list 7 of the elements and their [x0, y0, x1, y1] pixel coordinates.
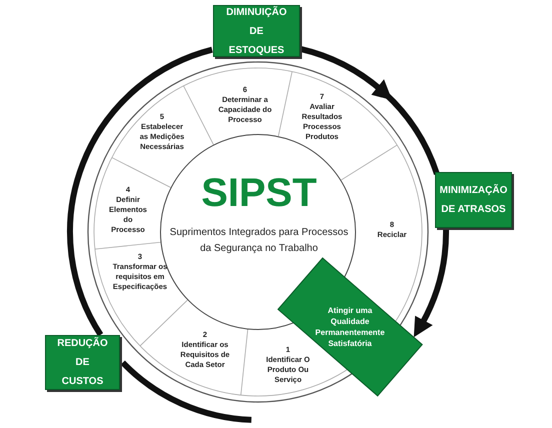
- arrow: [414, 228, 449, 338]
- goal-box: DIMINUIÇÃO DE ESTOQUES: [213, 5, 300, 57]
- subtitle-text: Suprimentos Integrados para Processos da Segurança no Trabalho: [168, 226, 350, 256]
- goal-box: MINIMIZAÇÃO DE ATRASOS: [435, 172, 512, 228]
- title-text: SIPST: [200, 173, 318, 213]
- arrow: [300, 46, 440, 176]
- goal-box: REDUÇÃO DE CUSTOS: [45, 335, 120, 390]
